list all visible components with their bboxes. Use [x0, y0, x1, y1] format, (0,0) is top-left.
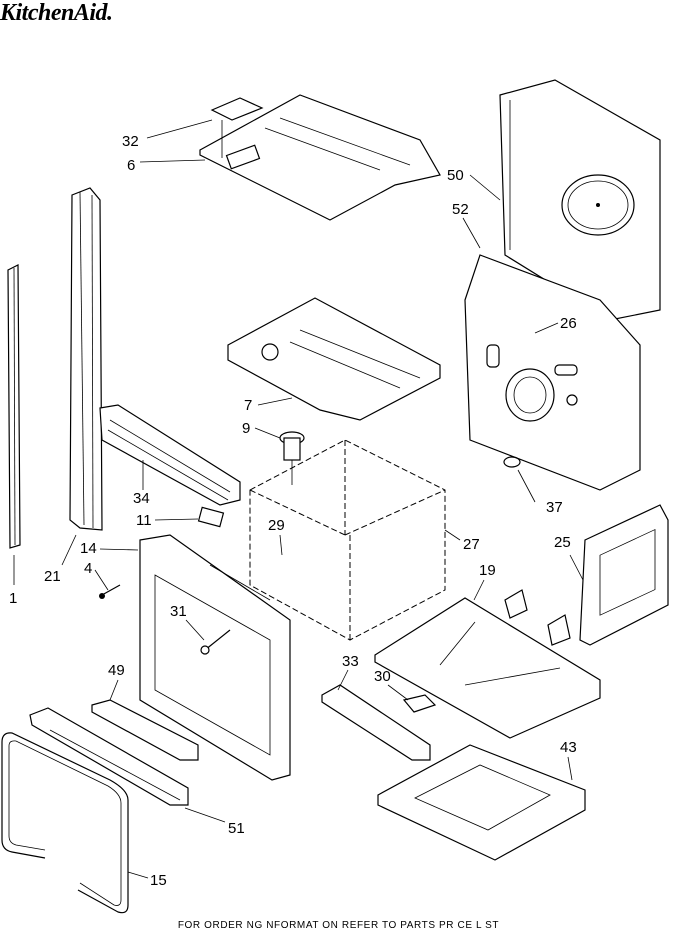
part-side-trim	[7, 264, 21, 549]
callout-6: 6	[127, 157, 135, 174]
callout-27: 27	[463, 536, 480, 553]
callout-7: 7	[244, 397, 252, 414]
callout-31: 31	[170, 603, 187, 620]
part-trim-bar	[321, 684, 431, 761]
callout-21: 21	[44, 568, 61, 585]
part-door-gasket	[1, 732, 129, 914]
brand-logo: KitchenAid.	[0, 0, 113, 26]
part-sensor	[503, 456, 521, 468]
callout-34: 34	[133, 490, 150, 507]
callout-33: 33	[342, 653, 359, 670]
part-rear-mount-panel	[464, 254, 641, 491]
callout-29: 29	[268, 517, 285, 534]
callout-51: 51	[228, 820, 245, 837]
callout-49: 49	[108, 662, 125, 679]
callout-32: 32	[122, 133, 139, 150]
callout-14: 14	[80, 540, 97, 557]
part-vent-trim	[29, 707, 189, 806]
callout-1: 1	[9, 590, 17, 607]
part-side-rail	[69, 187, 103, 531]
part-oven-cavity	[249, 439, 446, 641]
part-bracket	[402, 694, 437, 713]
callout-4: 4	[84, 560, 92, 577]
footer-note: FOR ORDER NG NFORMAT ON REFER TO PARTS P…	[177, 920, 500, 931]
part-bottom-tray	[374, 589, 601, 739]
part-light-socket	[200, 629, 231, 655]
callout-37: 37	[546, 499, 563, 516]
callout-9: 9	[242, 420, 250, 437]
callout-11: 11	[136, 512, 152, 529]
callout-25: 25	[554, 534, 571, 551]
callout-50: 50	[447, 167, 464, 184]
callout-52: 52	[452, 201, 469, 218]
callout-30: 30	[374, 668, 391, 685]
part-switch	[197, 506, 225, 528]
leader-lines	[13, 119, 584, 879]
callout-43: 43	[560, 739, 577, 756]
callout-19: 19	[479, 562, 496, 579]
part-oven-top-plate	[227, 297, 441, 421]
part-fan-motor	[279, 431, 305, 485]
part-lower-tray	[377, 744, 586, 861]
part-side-panel	[579, 504, 669, 646]
part-back-panel	[499, 79, 661, 321]
part-top-panel	[199, 94, 441, 221]
part-screw	[99, 584, 121, 599]
part-front-frame	[139, 534, 291, 781]
callout-15: 15	[150, 872, 167, 889]
callout-26: 26	[560, 315, 577, 332]
part-vent-panel	[99, 404, 241, 506]
